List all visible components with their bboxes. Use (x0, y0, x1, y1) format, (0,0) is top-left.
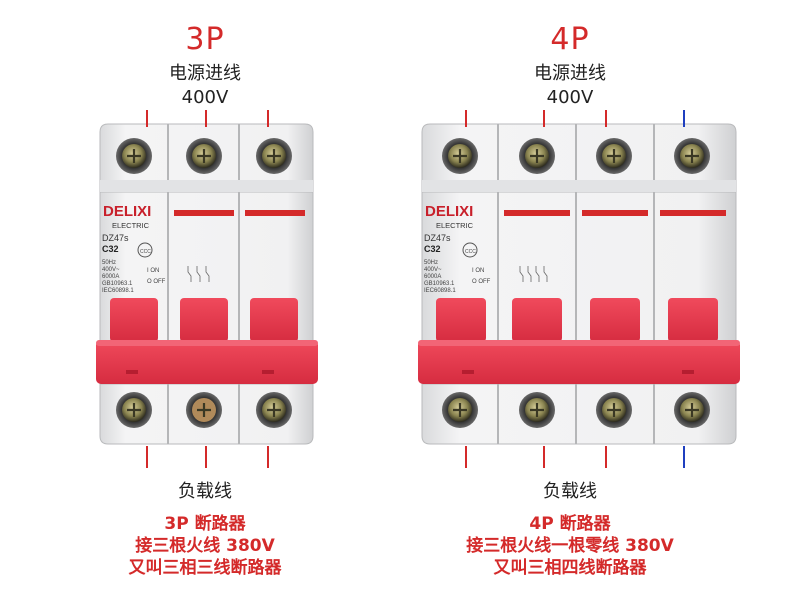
title-3p: 3P (185, 22, 225, 57)
rating-label: C32 (424, 244, 441, 254)
terminal-screw-icon (116, 392, 152, 428)
terminal-screw-icon (442, 138, 478, 174)
terminal-screw-icon (186, 392, 222, 428)
toggle-tie-bar (418, 340, 740, 384)
model-label: DZ47s (424, 233, 451, 243)
spec-line: 6000A (424, 274, 441, 280)
input-voltage-4p: 400V (546, 87, 594, 108)
phase-wire-lines (465, 110, 607, 468)
brand-sub-label: ELECTRIC (112, 221, 150, 230)
toggle-tie-bar (96, 340, 318, 384)
output-label-3p: 负载线 (178, 481, 232, 502)
desc-4p-line2: 接三根火线一根零线 380V (466, 536, 674, 556)
terminal-screw-icon (519, 392, 555, 428)
desc-3p-line2: 接三根火线 380V (135, 536, 275, 556)
terminal-screw-icon (116, 138, 152, 174)
brand-label: DELIXI (425, 203, 473, 220)
model-label: DZ47s (102, 233, 129, 243)
spec-line: 50Hz (424, 260, 438, 266)
terminal-screw-icon (596, 138, 632, 174)
switch-on-label: I ON (472, 268, 484, 274)
title-4p: 4P (550, 22, 590, 57)
breaker-3p: DELIXI ELECTRIC DZ47s C32 CCC 50Hz 400V~… (96, 110, 318, 468)
spec-line: IEC60898.1 (424, 288, 456, 294)
terminal-screw-icon (442, 392, 478, 428)
spec-line: IEC60898.1 (102, 288, 134, 294)
terminal-screw-icon (674, 392, 710, 428)
terminal-screw-icon (596, 392, 632, 428)
circuit-symbol-icon (187, 266, 210, 282)
desc-3p-line3: 又叫三相三线断路器 (128, 558, 282, 578)
spec-line: 6000A (102, 274, 119, 280)
spec-line: 400V~ (102, 267, 120, 273)
breaker-4p: DELIXI ELECTRIC DZ47s C32 CCC 50Hz 400V~… (418, 110, 740, 468)
input-voltage-3p: 400V (181, 87, 229, 108)
cert-mark: CCC (140, 249, 151, 255)
desc-4p-line3: 又叫三相四线断路器 (493, 558, 647, 578)
terminal-screw-icon (256, 138, 292, 174)
terminal-screw-icon (256, 392, 292, 428)
input-label-3p: 电源进线 (169, 63, 241, 84)
switch-on-label: I ON (147, 268, 159, 274)
spec-line: 400V~ (424, 267, 442, 273)
spec-line: GB10963.1 (424, 281, 455, 287)
rating-label: C32 (102, 244, 119, 254)
spec-line: GB10963.1 (102, 281, 133, 287)
desc-3p-line1: 3P 断路器 (164, 514, 246, 534)
circuit-symbol-icon (519, 266, 548, 282)
brand-sub-label: ELECTRIC (436, 221, 474, 230)
switch-off-label: O OFF (147, 279, 166, 285)
spec-line: 50Hz (102, 260, 116, 266)
desc-4p-line1: 4P 断路器 (529, 514, 611, 534)
output-label-4p: 负载线 (543, 481, 597, 502)
terminal-screw-icon (674, 138, 710, 174)
brand-label: DELIXI (103, 203, 151, 220)
phase-wire-lines (146, 110, 269, 468)
terminal-screw-icon (519, 138, 555, 174)
terminal-screw-icon (186, 138, 222, 174)
cert-mark: CCC (465, 249, 476, 255)
input-label-4p: 电源进线 (534, 63, 606, 84)
switch-off-label: O OFF (472, 279, 491, 285)
